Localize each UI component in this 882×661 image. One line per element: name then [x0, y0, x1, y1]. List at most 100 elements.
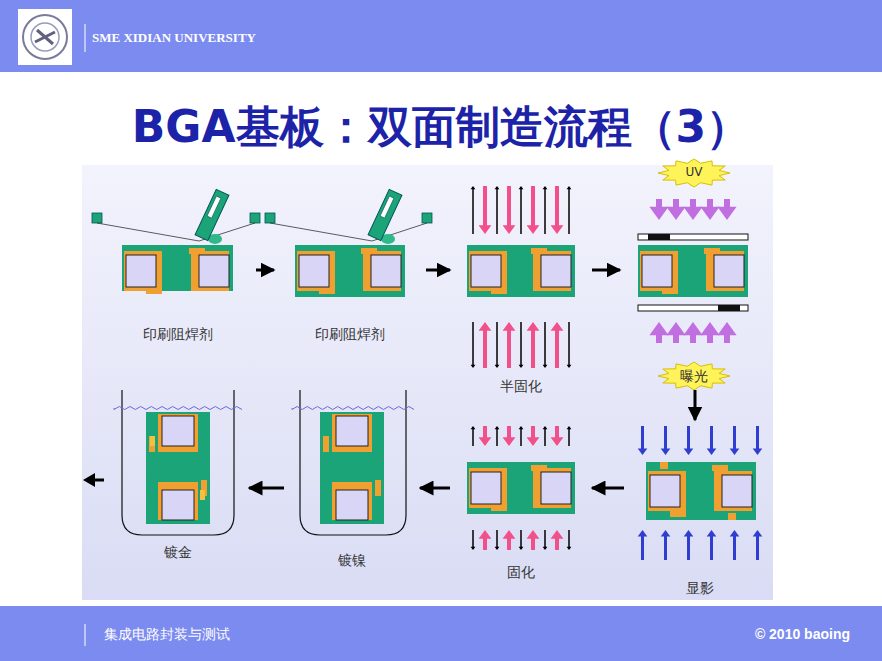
via-core	[650, 475, 680, 507]
heat-arrow	[507, 186, 511, 229]
substrate	[467, 462, 575, 514]
developer-arrow	[661, 530, 671, 537]
logo-mark	[35, 30, 55, 44]
heat-arrow	[567, 186, 572, 189]
via-core	[471, 255, 501, 287]
developer-arrow	[664, 426, 667, 451]
heat-arrow	[503, 322, 516, 331]
copper	[714, 471, 752, 511]
developer-arrow	[641, 534, 644, 560]
heat-arrow	[543, 186, 548, 189]
slide-title: BGA基板：双面制造流程（3）	[0, 98, 882, 157]
developer-arrow	[641, 426, 644, 451]
via-core	[162, 416, 194, 446]
heat-arrow	[483, 327, 487, 368]
screen	[97, 223, 255, 241]
process-step: 镀镍	[288, 378, 416, 574]
flow-arrow	[592, 269, 620, 272]
heat-arrow	[527, 225, 540, 234]
mask-opening	[660, 462, 668, 469]
footer-copyright: © 2010 baoing	[755, 626, 850, 642]
core	[467, 468, 575, 508]
via-core	[541, 255, 571, 287]
heat-arrow	[520, 530, 522, 548]
solder-mask	[146, 412, 153, 524]
developer-arrow	[638, 448, 648, 455]
uv-arrow	[717, 207, 736, 220]
developer-arrow	[638, 530, 648, 537]
developer-arrow	[710, 534, 713, 560]
core	[646, 468, 756, 514]
flow-arrow	[426, 269, 450, 272]
developer-arrow	[687, 534, 690, 560]
solder-mask	[646, 513, 756, 520]
step-precure	[467, 186, 575, 368]
step-develop	[638, 426, 763, 560]
heat-arrow	[471, 186, 476, 189]
heat-arrow	[544, 188, 546, 234]
heat-arrow	[479, 322, 492, 331]
screen-anchor	[265, 213, 275, 223]
developer-arrow	[733, 534, 736, 560]
footer-text: 集成电路封装与测试	[104, 626, 230, 644]
heat-arrow	[527, 530, 540, 539]
gold-layer	[200, 490, 205, 500]
heat-arrow	[496, 322, 498, 366]
solder-mask	[320, 412, 327, 524]
process-step: 半固化	[454, 178, 588, 400]
copper	[158, 414, 198, 452]
heat-arrow	[496, 188, 498, 234]
step-label: 镀金	[111, 544, 245, 562]
heat-arrow	[568, 322, 570, 366]
heat-arrow	[503, 225, 516, 234]
copper	[124, 251, 162, 291]
step-label: 印刷阻焊剂	[278, 326, 422, 344]
developer-arrow	[687, 426, 690, 451]
step-print-2	[265, 189, 432, 297]
developer-arrow	[684, 530, 694, 537]
process-step: 固化	[454, 420, 588, 586]
solder-mask	[122, 245, 233, 252]
developer-arrow	[733, 426, 736, 451]
step-nickel	[292, 390, 414, 535]
heat-arrow	[568, 428, 570, 446]
copper	[469, 468, 507, 508]
uv-arrow	[683, 207, 702, 220]
copper	[706, 251, 744, 291]
figure-panel	[82, 165, 773, 600]
developer-arrow	[707, 448, 717, 455]
copper-pad	[712, 465, 728, 471]
squeegee	[368, 189, 402, 240]
heat-arrow	[555, 186, 559, 229]
heat-arrow	[527, 437, 540, 446]
via-core	[541, 472, 571, 504]
developer-arrow	[756, 426, 759, 451]
copper-pad	[670, 511, 686, 517]
solder-mask	[638, 245, 748, 252]
copper-pad	[361, 248, 377, 254]
photomask	[638, 234, 748, 240]
developer-arrow	[756, 534, 759, 560]
substrate	[646, 462, 756, 520]
squeegee-blade	[380, 196, 394, 218]
solder-mask	[203, 412, 210, 524]
process-step: 曝光	[624, 165, 764, 390]
copper	[363, 251, 401, 291]
heat-arrow	[519, 426, 524, 429]
screen-anchor	[422, 213, 432, 223]
copper-pad	[149, 436, 155, 452]
heat-arrow	[519, 547, 524, 550]
core	[295, 251, 405, 291]
heat-arrow	[483, 186, 487, 229]
screen-anchor	[250, 213, 260, 223]
step-label: 镀镍	[288, 552, 416, 570]
solder-mask	[467, 507, 575, 514]
plating-tank	[292, 390, 414, 535]
heat-arrow	[567, 547, 572, 550]
core	[467, 251, 575, 291]
heat-arrow	[471, 365, 476, 368]
substrate	[467, 245, 575, 297]
substrate	[295, 245, 405, 297]
copper-pad	[704, 248, 720, 254]
